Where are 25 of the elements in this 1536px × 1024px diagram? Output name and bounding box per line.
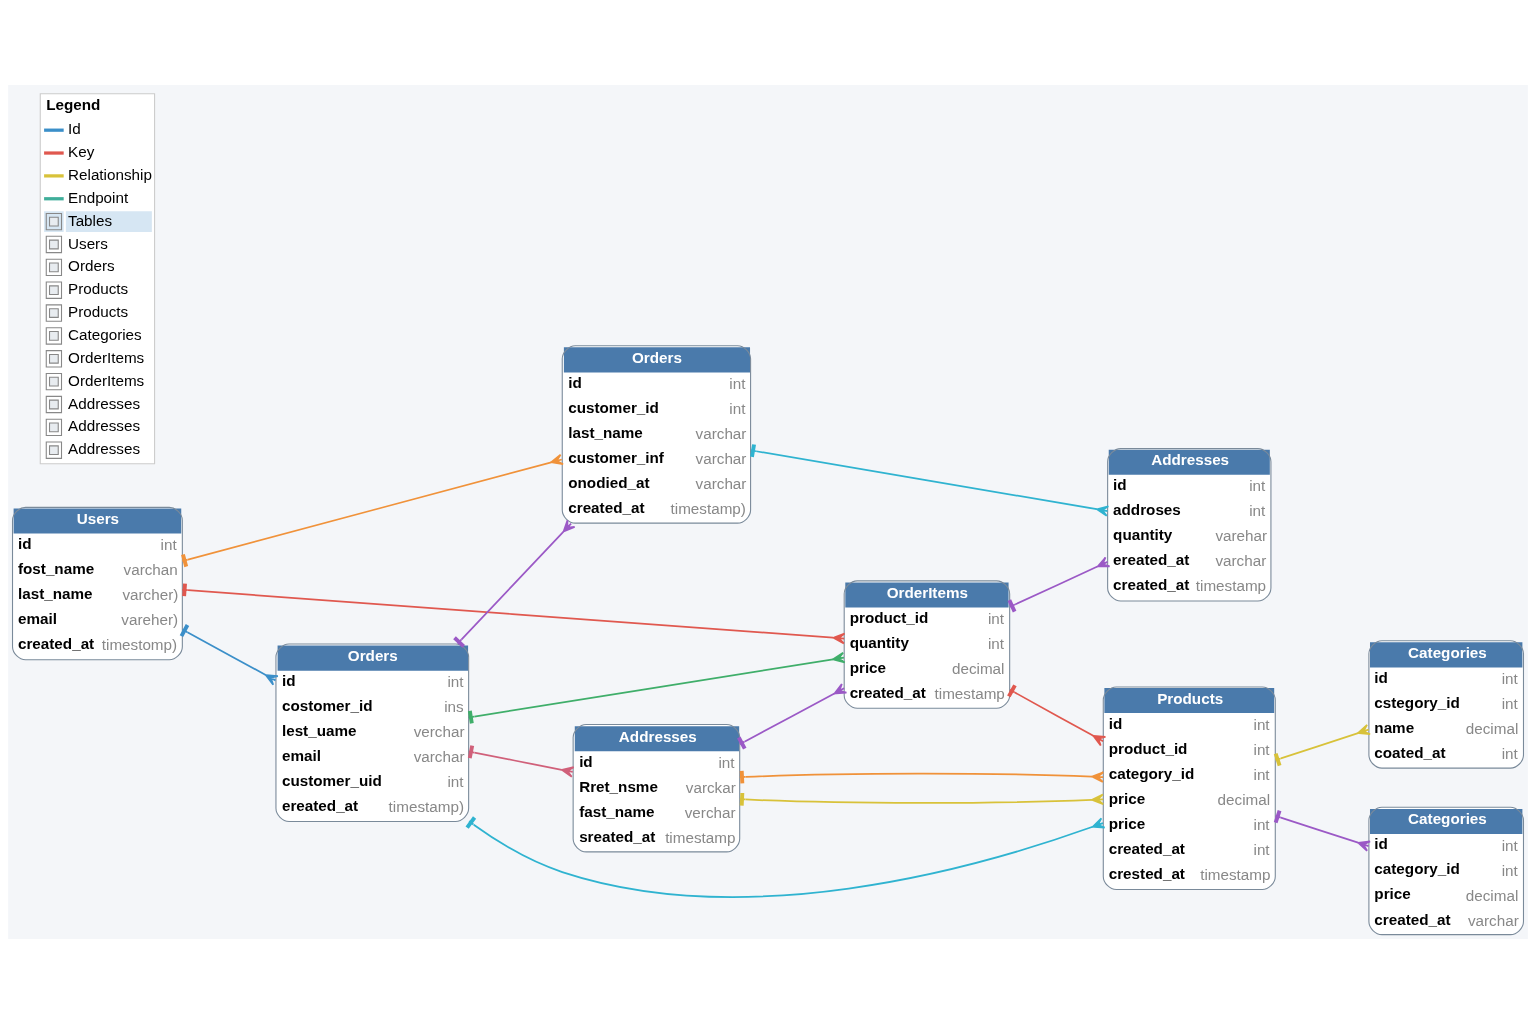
label: Categories — [68, 325, 142, 343]
legend-label: Id — [68, 120, 81, 138]
connector — [1273, 809, 1371, 852]
connector — [179, 624, 279, 686]
label: Products — [68, 303, 129, 321]
connector — [737, 683, 848, 750]
legend-label: Key — [68, 143, 95, 161]
label: OrderItems — [68, 348, 145, 366]
legend-label: Relationship — [68, 165, 152, 183]
connector — [1273, 724, 1371, 767]
label: Orders — [68, 257, 115, 275]
connector — [465, 816, 1106, 898]
connector — [1007, 684, 1107, 747]
label: Tables — [68, 211, 113, 229]
connector — [181, 453, 564, 568]
label: Addresses — [68, 440, 141, 458]
label: OrderItems — [68, 371, 145, 389]
connector — [453, 519, 576, 648]
label: Legend — [46, 96, 101, 114]
legend-label: Endpoint — [68, 188, 129, 206]
label: Addresses — [68, 417, 141, 435]
label: Addresses — [68, 394, 141, 412]
label: Products — [68, 280, 129, 298]
label: Users — [68, 234, 108, 252]
connector — [1007, 556, 1111, 613]
